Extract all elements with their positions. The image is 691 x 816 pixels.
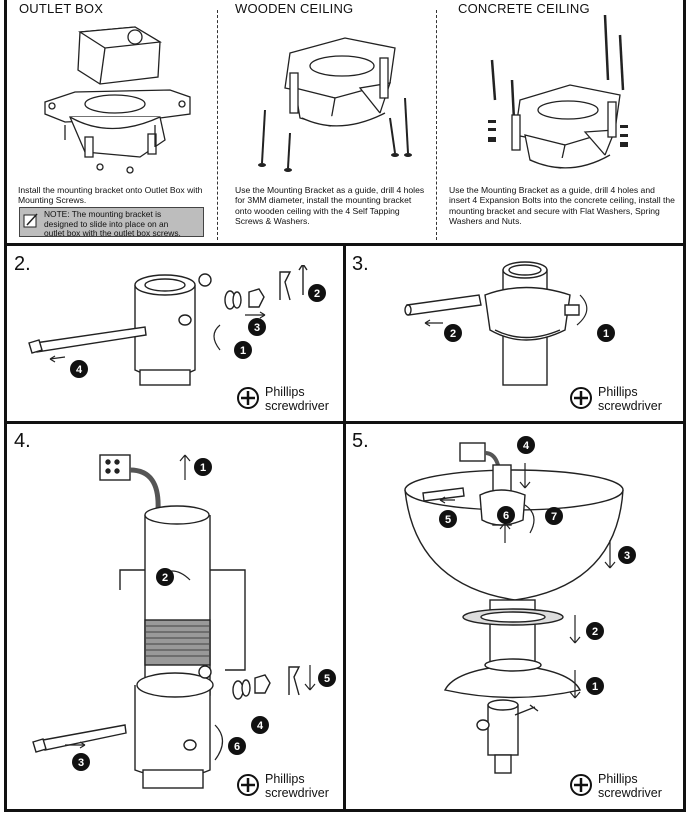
tool-type: screwdriver: [265, 399, 329, 413]
wooden-ceiling-illustration: [258, 37, 412, 172]
note-pencil-icon: [23, 213, 38, 228]
step-4-illustration: 1 2 3 4 5 6: [32, 454, 336, 789]
wooden-ceiling-description: Use the Mounting Bracket as a guide, dri…: [235, 185, 425, 227]
step-2-illustration: 1 2 3 4: [28, 265, 326, 386]
step-3-number: 3.: [352, 253, 369, 275]
badge-2: 2: [592, 626, 598, 638]
column-divider: [217, 10, 218, 240]
badge-5: 5: [324, 673, 330, 685]
badge-4: 4: [76, 364, 83, 376]
note-line-3: outlet box with the outlet box screws.: [44, 228, 181, 239]
step-3-tool: Phillips screwdriver: [570, 385, 662, 413]
concrete-ceiling-description: Use the Mounting Bracket as a guide, dri…: [449, 185, 675, 227]
phillips-icon: [570, 387, 592, 409]
grid-divider: [343, 243, 346, 812]
step-4-number: 4.: [14, 430, 31, 452]
step-2-number: 2.: [14, 253, 31, 275]
tool-name: Phillips: [598, 772, 638, 786]
tool-type: screwdriver: [598, 399, 662, 413]
phillips-icon: [237, 774, 259, 796]
badge-6: 6: [503, 510, 509, 522]
step-5-number: 5.: [352, 430, 369, 452]
badge-1: 1: [240, 345, 246, 357]
outlet-box-title: OUTLET BOX: [19, 1, 104, 16]
step-4-tool: Phillips screwdriver: [237, 772, 329, 800]
phillips-icon: [237, 387, 259, 409]
badge-4: 4: [523, 440, 530, 452]
badge-1: 1: [603, 328, 609, 340]
step-3-illustration: 2 1: [404, 261, 615, 386]
badge-6: 6: [234, 741, 240, 753]
outlet-box-description: Install the mounting bracket onto Outlet…: [18, 185, 203, 206]
step-2-tool: Phillips screwdriver: [237, 385, 329, 413]
badge-4: 4: [257, 720, 264, 732]
badge-2: 2: [314, 288, 320, 300]
step-5-tool: Phillips screwdriver: [570, 772, 662, 800]
tool-name: Phillips: [265, 772, 305, 786]
tool-type: screwdriver: [265, 786, 329, 800]
badge-2: 2: [162, 572, 168, 584]
outlet-box-illustration: [44, 26, 191, 174]
tool-type: screwdriver: [598, 786, 662, 800]
badge-2: 2: [450, 328, 456, 340]
step-2-badges: 1 2 3 4: [70, 284, 326, 378]
badge-1: 1: [200, 462, 206, 474]
step-5-illustration: 1 2 3 4 5 6 7: [404, 436, 636, 774]
wooden-ceiling-title: WOODEN CEILING: [235, 1, 354, 16]
badge-5: 5: [445, 514, 451, 526]
note-line-1: NOTE: The mounting bracket is: [44, 209, 162, 219]
concrete-ceiling-illustration: [488, 14, 628, 169]
outlet-box-note: NOTE: The mounting bracket is designed t…: [19, 207, 204, 239]
badge-3: 3: [254, 322, 260, 334]
badge-1: 1: [592, 681, 598, 693]
concrete-ceiling-title: CONCRETE CEILING: [458, 1, 590, 16]
tool-name: Phillips: [598, 385, 638, 399]
badge-3: 3: [78, 757, 84, 769]
badge-7: 7: [551, 511, 557, 523]
column-divider: [436, 10, 437, 240]
phillips-icon: [570, 774, 592, 796]
badge-3: 3: [624, 550, 630, 562]
note-line-2: designed to slide into place on an: [44, 218, 169, 229]
tool-name: Phillips: [265, 385, 305, 399]
